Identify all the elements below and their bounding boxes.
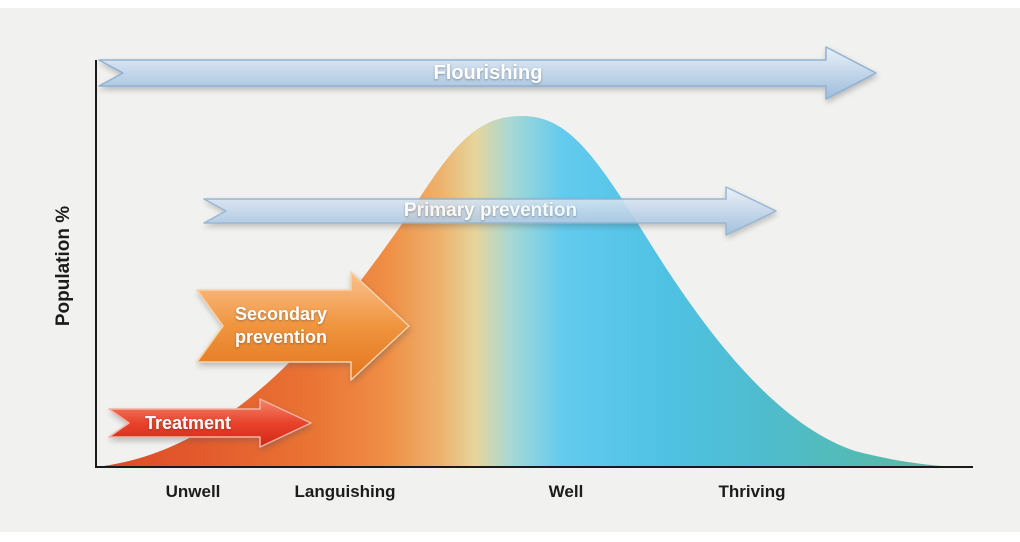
x-tick-well: Well [548,482,584,501]
x-tick-thriving: Thriving [718,482,786,501]
y-axis [95,60,97,468]
bell-curve-area [96,116,958,467]
flourishing-arrow-shape [98,46,877,100]
slide-margin-top [0,0,1020,8]
primary-prevention-arrow: Primary prevention [203,186,778,236]
slide-margin-bottom [0,532,1020,542]
y-axis-label: Population % [53,205,74,327]
x-tick-unwell: Unwell [165,482,221,501]
x-axis [95,466,973,468]
x-tick-languishing: Languishing [294,482,396,501]
treatment-arrow: Treatment [108,398,313,448]
secondary-prevention-arrow-shape [196,271,410,381]
secondary-prevention-arrow: Secondary prevention [196,270,411,382]
treatment-arrow-shape [108,398,312,448]
flourishing-arrow: Flourishing [98,46,878,100]
primary-prevention-arrow-shape [203,186,777,236]
